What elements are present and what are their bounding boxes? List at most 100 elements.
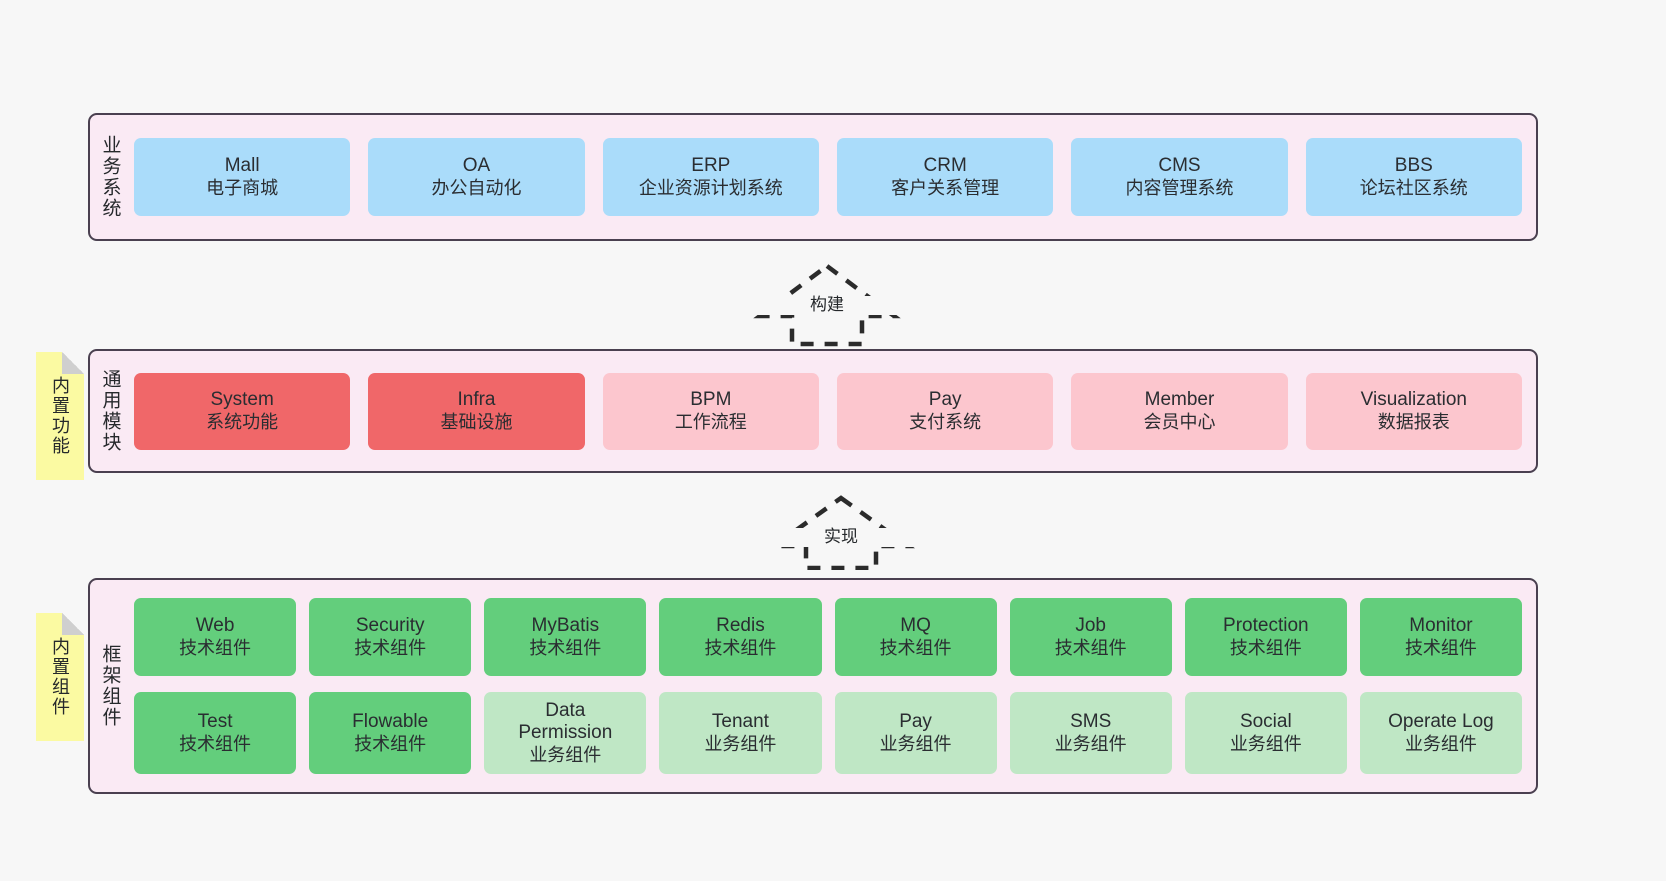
card-subtitle: 系统功能 xyxy=(206,411,279,432)
card-subtitle: 业务组件 xyxy=(529,744,602,765)
card-title: Protection xyxy=(1223,615,1309,637)
card-subtitle: 技术组件 xyxy=(879,637,952,658)
layer-business-systems: 业务系统 Mall 电子商城 OA 办公自动化 ERP 企业资源计划系统 CRM… xyxy=(88,113,1538,241)
card-row: Mall 电子商城 OA 办公自动化 ERP 企业资源计划系统 CRM 客户关系… xyxy=(134,138,1522,216)
connector-label: 实现 xyxy=(766,527,916,547)
card-title: SMS xyxy=(1070,711,1112,733)
sticky-note-builtin-components: 内置组件 xyxy=(36,613,84,741)
sticky-note-label: 内置功能 xyxy=(50,376,70,456)
card-subtitle: 办公自动化 xyxy=(431,177,522,198)
layer-title-framework-components: 框架组件 xyxy=(99,644,121,728)
card-subtitle: 基础设施 xyxy=(440,411,513,432)
card-title: Operate Log xyxy=(1388,711,1494,733)
card-job[interactable]: Job 技术组件 xyxy=(1009,598,1172,676)
card-subtitle: 会员中心 xyxy=(1143,411,1216,432)
card-cms[interactable]: CMS 内容管理系统 xyxy=(1071,138,1288,216)
card-title: Member xyxy=(1144,389,1215,411)
card-subtitle: 技术组件 xyxy=(1054,637,1127,658)
card-operate-log[interactable]: Operate Log 业务组件 xyxy=(1359,692,1522,774)
card-row: Web 技术组件 Security 技术组件 MyBatis 技术组件 Redi… xyxy=(134,598,1522,676)
layer-body-framework-components: Web 技术组件 Security 技术组件 MyBatis 技术组件 Redi… xyxy=(130,580,1536,792)
card-subtitle: 业务组件 xyxy=(1229,733,1302,754)
card-title: Web xyxy=(195,615,235,637)
card-subtitle: 业务组件 xyxy=(1404,733,1477,754)
card-redis[interactable]: Redis 技术组件 xyxy=(659,598,822,676)
card-subtitle: 电子商城 xyxy=(206,177,279,198)
card-title: Visualization xyxy=(1360,389,1467,411)
card-subtitle: 业务组件 xyxy=(879,733,952,754)
card-security[interactable]: Security 技术组件 xyxy=(309,598,472,676)
layer-common-modules: 通用模块 System 系统功能 Infra 基础设施 BPM 工作流程 Pay… xyxy=(88,349,1538,473)
card-title: Job xyxy=(1075,615,1106,637)
layer-title-common-modules: 通用模块 xyxy=(99,369,121,453)
card-sms[interactable]: SMS 业务组件 xyxy=(1009,692,1172,774)
card-subtitle: 技术组件 xyxy=(354,637,427,658)
card-title: Infra xyxy=(457,389,496,411)
card-subtitle: 技术组件 xyxy=(1229,637,1302,658)
card-pay[interactable]: Pay 支付系统 xyxy=(836,372,1054,450)
connector-implement-arrow: 实现 xyxy=(766,492,916,570)
card-erp[interactable]: ERP 企业资源计划系统 xyxy=(602,138,819,216)
card-row: Test 技术组件 Flowable 技术组件 Data Permission … xyxy=(134,692,1522,774)
card-title: MyBatis xyxy=(531,615,600,637)
card-title: Redis xyxy=(716,615,765,637)
card-subtitle: 数据报表 xyxy=(1377,411,1450,432)
card-system[interactable]: System 系统功能 xyxy=(134,372,351,450)
card-subtitle: 业务组件 xyxy=(1054,733,1127,754)
card-test[interactable]: Test 技术组件 xyxy=(134,692,297,774)
card-row: System 系统功能 Infra 基础设施 BPM 工作流程 Pay 支付系统… xyxy=(134,372,1522,450)
card-title: Security xyxy=(355,615,425,637)
card-web[interactable]: Web 技术组件 xyxy=(134,598,297,676)
card-member[interactable]: Member 会员中心 xyxy=(1071,372,1288,450)
card-title: BBS xyxy=(1394,155,1433,177)
card-visualization[interactable]: Visualization 数据报表 xyxy=(1305,372,1522,450)
card-title: Test xyxy=(197,711,233,733)
card-title: Flowable xyxy=(352,711,429,733)
card-subtitle: 论坛社区系统 xyxy=(1359,177,1468,198)
card-title: Pay xyxy=(928,389,962,411)
card-monitor[interactable]: Monitor 技术组件 xyxy=(1359,598,1522,676)
card-subtitle: 技术组件 xyxy=(179,637,252,658)
card-bbs[interactable]: BBS 论坛社区系统 xyxy=(1305,138,1522,216)
card-subtitle: 技术组件 xyxy=(529,637,602,658)
card-social[interactable]: Social 业务组件 xyxy=(1184,692,1347,774)
card-infra[interactable]: Infra 基础设施 xyxy=(368,372,585,450)
card-subtitle: 企业资源计划系统 xyxy=(638,177,783,198)
layer-body-common-modules: System 系统功能 Infra 基础设施 BPM 工作流程 Pay 支付系统… xyxy=(130,351,1536,471)
card-flowable[interactable]: Flowable 技术组件 xyxy=(309,692,472,774)
card-subtitle: 技术组件 xyxy=(704,637,777,658)
connector-build-arrow: 构建 xyxy=(752,260,902,348)
card-title: ERP xyxy=(691,155,731,177)
card-mybatis[interactable]: MyBatis 技术组件 xyxy=(484,598,647,676)
card-subtitle: 工作流程 xyxy=(674,411,747,432)
card-bpm[interactable]: BPM 工作流程 xyxy=(602,372,819,450)
card-subtitle: 支付系统 xyxy=(909,411,982,432)
card-crm[interactable]: CRM 客户关系管理 xyxy=(836,138,1054,216)
card-protection[interactable]: Protection 技术组件 xyxy=(1184,598,1347,676)
card-title: Social xyxy=(1239,711,1292,733)
sticky-note-builtin-features: 内置功能 xyxy=(36,352,84,480)
card-title: BPM xyxy=(690,389,732,411)
card-title: CRM xyxy=(923,155,967,177)
card-pay-business[interactable]: Pay 业务组件 xyxy=(834,692,997,774)
card-mq[interactable]: MQ 技术组件 xyxy=(834,598,997,676)
card-title: Pay xyxy=(899,711,932,733)
card-title: Monitor xyxy=(1409,615,1473,637)
card-subtitle: 技术组件 xyxy=(1404,637,1477,658)
card-tenant[interactable]: Tenant 业务组件 xyxy=(659,692,822,774)
card-title: OA xyxy=(462,155,491,177)
card-subtitle: 业务组件 xyxy=(704,733,777,754)
card-title: Mall xyxy=(224,155,260,177)
card-subtitle: 技术组件 xyxy=(179,733,252,754)
card-data-permission[interactable]: Data Permission 业务组件 xyxy=(484,692,647,774)
card-title: CMS xyxy=(1158,155,1201,177)
card-title: MQ xyxy=(900,615,931,637)
card-oa[interactable]: OA 办公自动化 xyxy=(368,138,585,216)
layer-body-business-systems: Mall 电子商城 OA 办公自动化 ERP 企业资源计划系统 CRM 客户关系… xyxy=(130,115,1536,239)
card-subtitle: 内容管理系统 xyxy=(1125,177,1234,198)
card-subtitle: 客户关系管理 xyxy=(891,177,1000,198)
card-title: System xyxy=(210,389,274,411)
card-title: Tenant xyxy=(711,711,769,733)
card-mall[interactable]: Mall 电子商城 xyxy=(134,138,351,216)
